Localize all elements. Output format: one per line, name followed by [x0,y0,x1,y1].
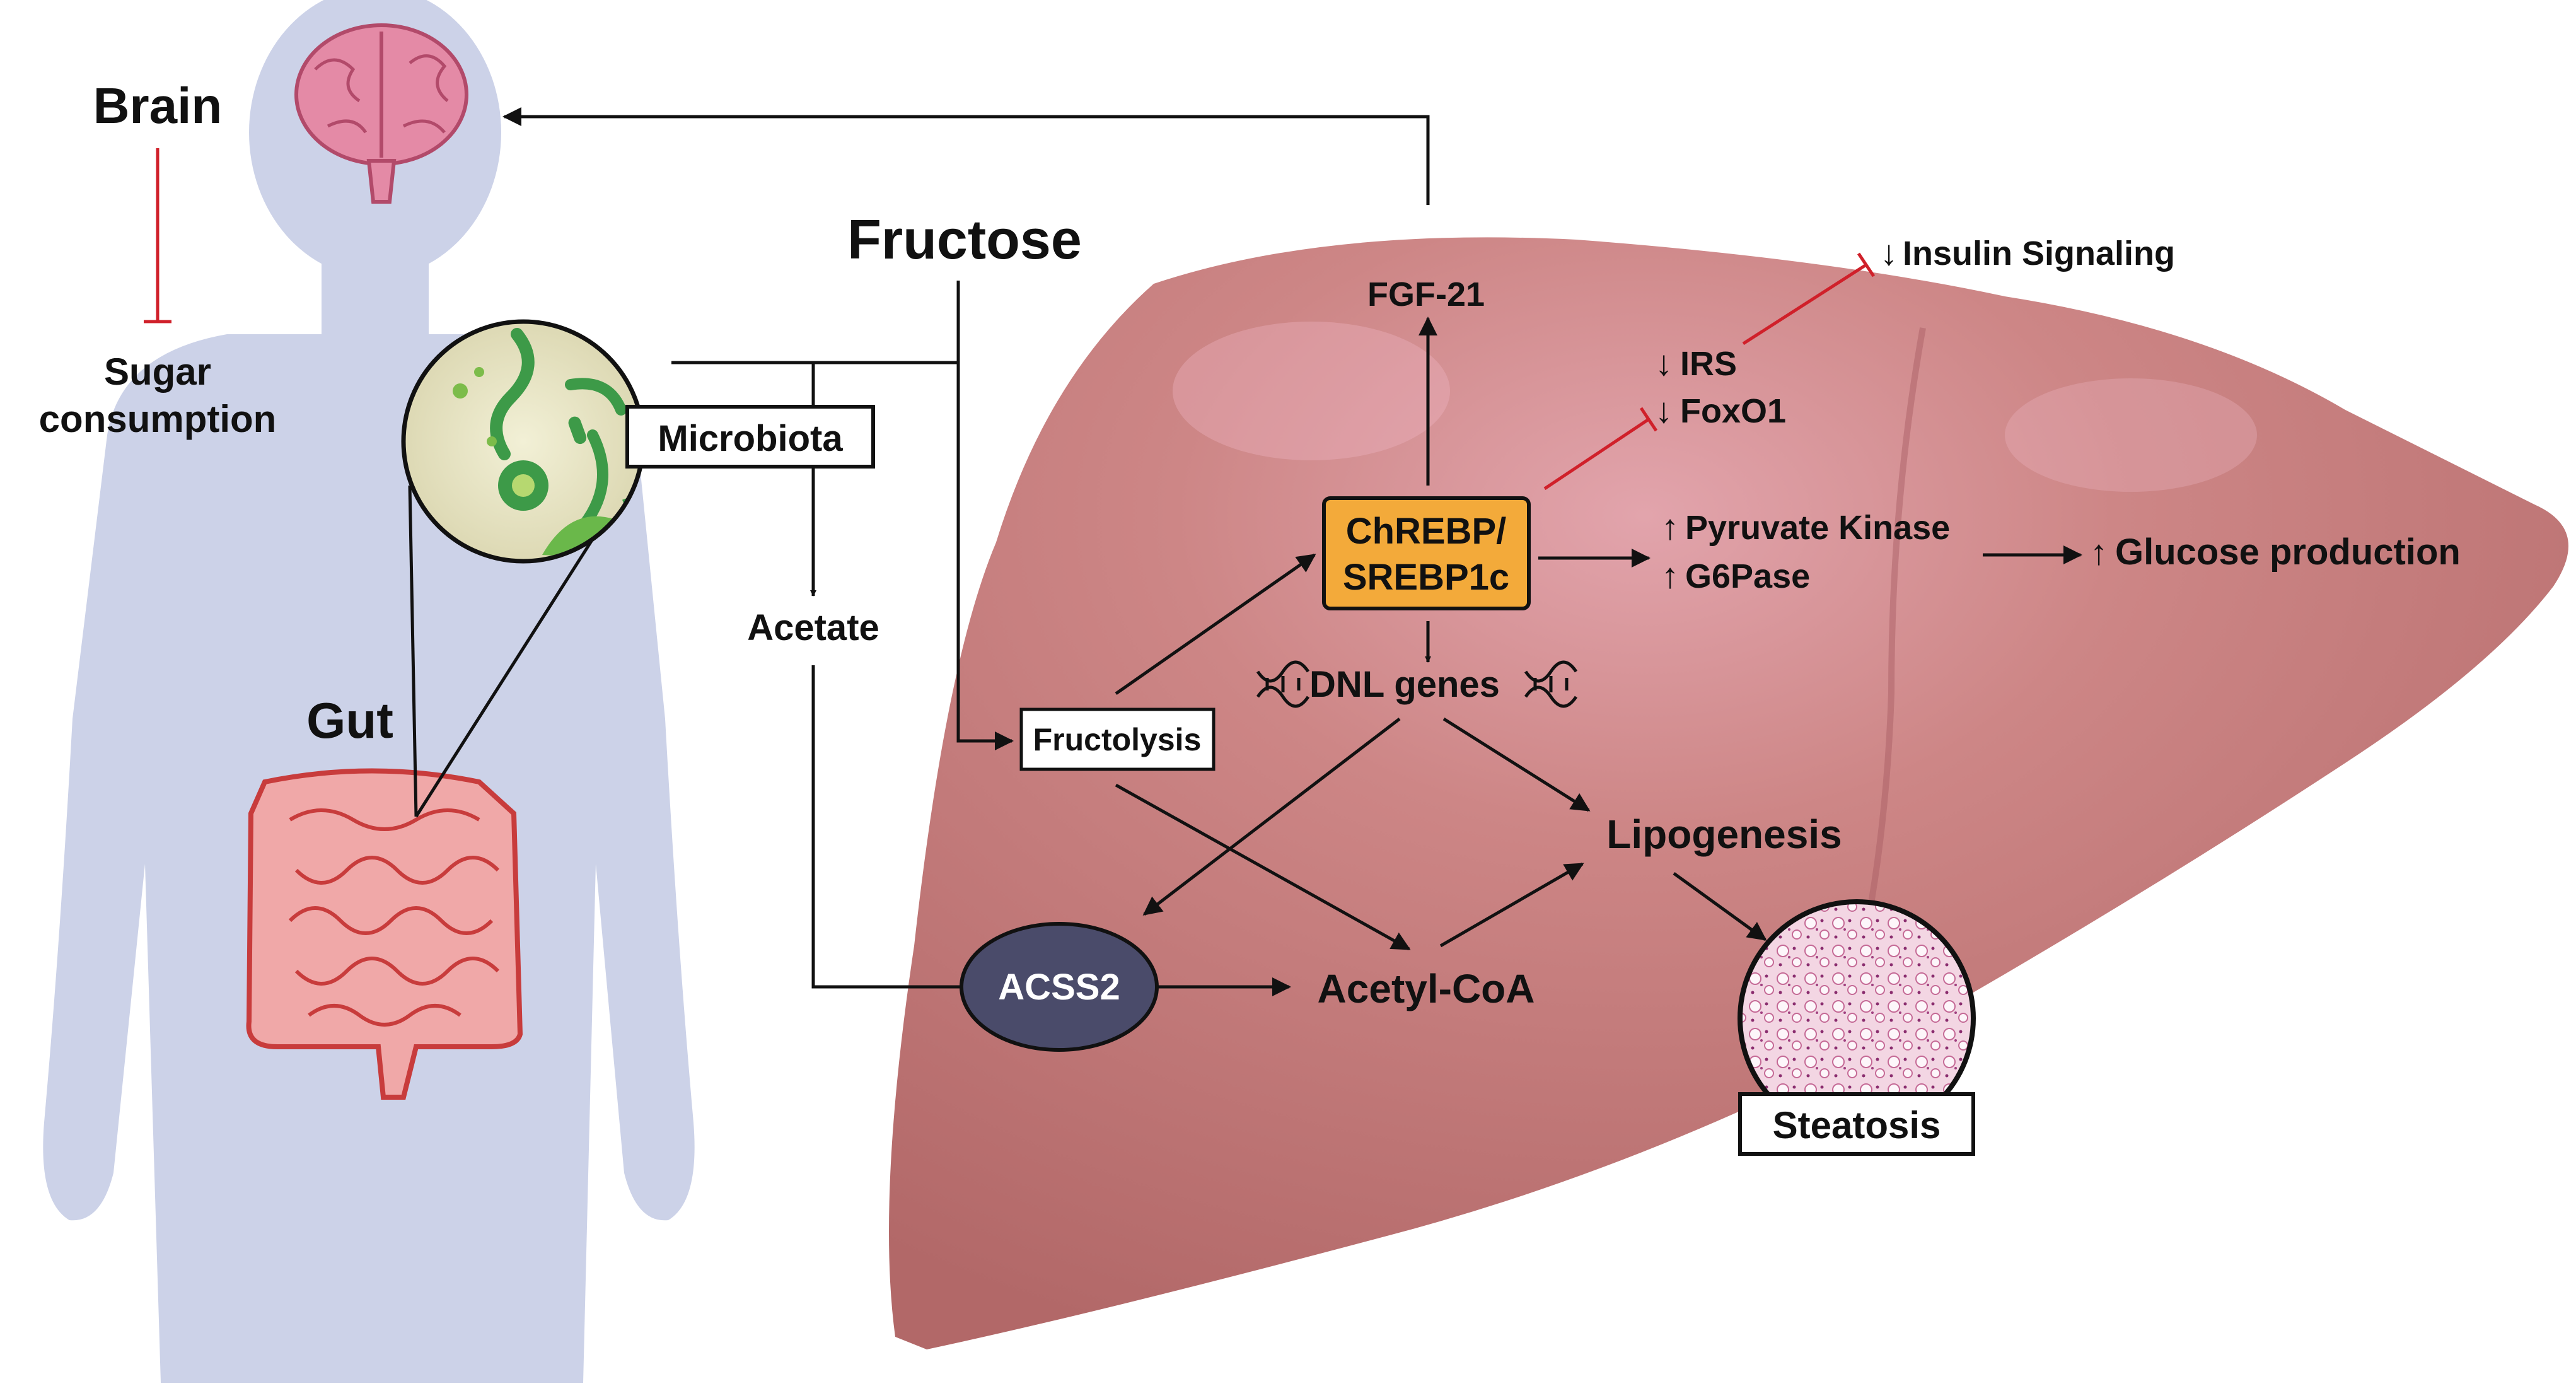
microbiota-label: Microbiota [658,418,843,459]
acss2-label: ACSS2 [998,967,1120,1008]
fructose-to-acetate-arrow [810,361,958,597]
brain-icon [294,23,468,204]
chrebp-label-line1: ChREBP/ [1346,511,1507,552]
insulin-inhibition-bar [1857,252,1876,277]
inhibition-lines [1543,252,1876,491]
dnl-to-lipogenesis-arrow [1442,717,1591,812]
brain-sugar-inhibition [144,148,171,323]
sugar-label-line2: consumption [39,398,277,440]
foxo1-inhibition-bar [1639,407,1658,432]
microbiota-box: Microbiota [625,405,875,469]
fructose-to-fructolysis-arrow [956,363,1014,750]
g6pase-up-arrow: ↑ [1661,556,1679,595]
human-silhouette [43,0,695,1383]
glucose-up-arrow: ↑ [2090,532,2108,572]
brain-label: Brain [93,78,223,134]
chrebp-srebp1c-box: ChREBP/ SREBP1c [1322,496,1531,610]
fructolysis-to-chrebp-arrow [1115,553,1316,696]
foxo1-label: FoxO1 [1680,392,1786,430]
gut-icon [246,768,523,1100]
acetate-label: Acetate [747,607,879,648]
acetate-to-acss2-line [811,665,965,989]
chrebp-label-line2: SREBP1c [1343,557,1509,598]
insulin-signaling-label: Insulin Signaling [1903,235,2175,272]
foxo1-down-arrow: ↓ [1655,390,1673,430]
pyruvate-kinase-label: Pyruvate Kinase [1685,509,1950,547]
steatosis-label: Steatosis [1773,1104,1941,1146]
acetyl-coa-label: Acetyl-CoA [1318,966,1535,1011]
insulin-down-arrow: ↓ [1880,233,1898,272]
dna-icon [1524,660,1578,708]
gut-label: Gut [306,692,393,748]
glucose-production-label: Glucose production [2115,532,2461,573]
acetylcoa-to-lipogenesis-arrow [1439,862,1584,948]
irs-inhibits-insulin [1742,263,1867,346]
steatosis-box: Steatosis [1738,1092,1975,1156]
lipogenesis-to-steatosis-arrow [1673,871,1767,941]
irs-down-arrow: ↓ [1655,343,1673,383]
fructolysis-to-acetylcoa-arrow [1115,783,1411,951]
sugar-label-line1: Sugar [104,351,211,393]
connector-lines [502,107,2082,996]
fgf21-to-brain-arrow [502,107,1430,205]
lipogenesis-label: Lipogenesis [1606,812,1842,857]
dna-icon [1256,660,1310,708]
fructolysis-label: Fructolysis [1033,722,1202,757]
chrebp-inhibits-foxo1 [1543,417,1650,491]
fructolysis-box: Fructolysis [1019,708,1215,771]
acss2-node: ACSS2 [960,922,1159,1052]
dnl-genes-label: DNL genes [1309,664,1500,705]
pyruvate-up-arrow: ↑ [1661,507,1679,547]
fructose-label: Fructose [847,208,1082,271]
dnl-to-acss2-arrow [1142,718,1401,916]
irs-label: IRS [1680,345,1737,383]
microbiota-circle [401,319,646,564]
g6pase-label: G6Pase [1685,557,1810,595]
fgf21-label: FGF-21 [1367,276,1485,313]
